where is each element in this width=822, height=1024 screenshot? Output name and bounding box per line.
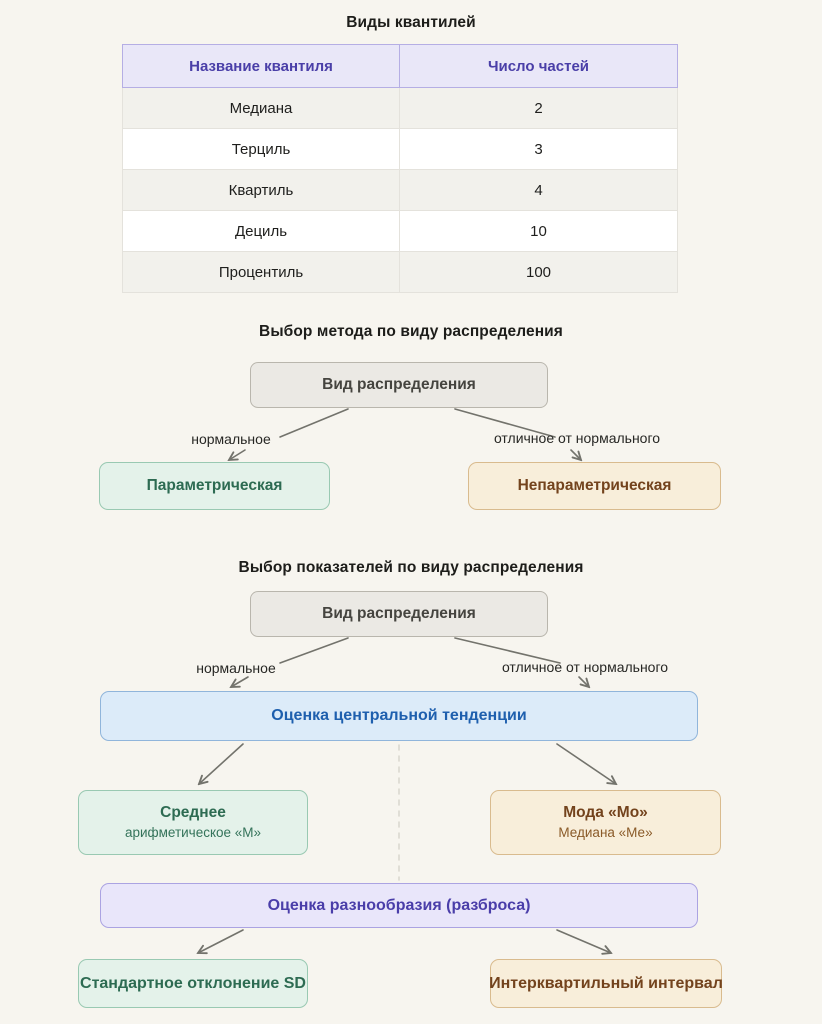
quantile-name-cell: Процентиль <box>123 252 400 292</box>
column-header-parts-count: Число частей <box>487 57 590 75</box>
edge-label-normal: нормальное <box>191 431 271 447</box>
edge-label-non-normal: отличное от нормального <box>493 430 661 446</box>
mode-node-title: Мода «Мо» <box>563 803 648 821</box>
spread-node: Оценка разнообразия (разброса) <box>100 883 698 928</box>
quantile-name-cell: Квартиль <box>123 170 400 210</box>
parts-count-cell: 100 <box>525 263 552 281</box>
table-row: Терциль 3 <box>123 129 677 170</box>
parts-count-cell: 3 <box>534 140 543 158</box>
distribution-type-node: Вид распределения <box>250 591 548 637</box>
parts-count-cell: 4 <box>534 181 543 199</box>
parametric-node: Параметрическая <box>99 462 330 510</box>
quantiles-table-title: Виды квантилей <box>346 14 476 31</box>
iqr-node: Интерквартильный интервал <box>489 959 723 1008</box>
parts-count-cell: 10 <box>530 222 547 240</box>
method-chart-title: Выбор метода по виду распределения <box>259 323 563 340</box>
edge-label-non-normal: отличное от нормального <box>501 659 669 675</box>
quantiles-table-header: Название квантиля Число частей <box>122 44 678 88</box>
mean-node: Среднее арифметическое «М» <box>78 790 308 855</box>
edge-label-normal: нормальное <box>196 660 276 676</box>
quantile-name-cell: Медиана <box>123 88 400 128</box>
distribution-type-node: Вид распределения <box>250 362 548 408</box>
central-tendency-node: Оценка центральной тенденции <box>100 691 698 741</box>
indicators-chart-title: Выбор показателей по виду распределения <box>238 559 584 576</box>
quantile-name-cell: Дециль <box>123 211 400 251</box>
mean-node-title: Среднее <box>160 803 226 821</box>
mean-node-subtitle: арифметическое «М» <box>124 825 262 841</box>
sd-node: Стандартное отклонение SD <box>78 959 308 1008</box>
table-row: Дециль 10 <box>123 211 677 252</box>
table-row: Квартиль 4 <box>123 170 677 211</box>
quantiles-table-body: Медиана 2 Терциль 3 Квартиль 4 Дециль 10… <box>122 88 678 293</box>
nonparametric-node: Непараметрическая <box>468 462 721 510</box>
mode-node-subtitle: Медиана «Ме» <box>558 825 653 841</box>
column-header-quantile-name: Название квантиля <box>123 45 400 87</box>
table-row: Медиана 2 <box>123 88 677 129</box>
quantiles-table: Название квантиля Число частей Медиана 2… <box>122 44 678 293</box>
parts-count-cell: 2 <box>534 99 543 117</box>
mode-node: Мода «Мо» Медиана «Ме» <box>490 790 721 855</box>
quantile-name-cell: Терциль <box>123 129 400 169</box>
table-row: Процентиль 100 <box>123 252 677 292</box>
